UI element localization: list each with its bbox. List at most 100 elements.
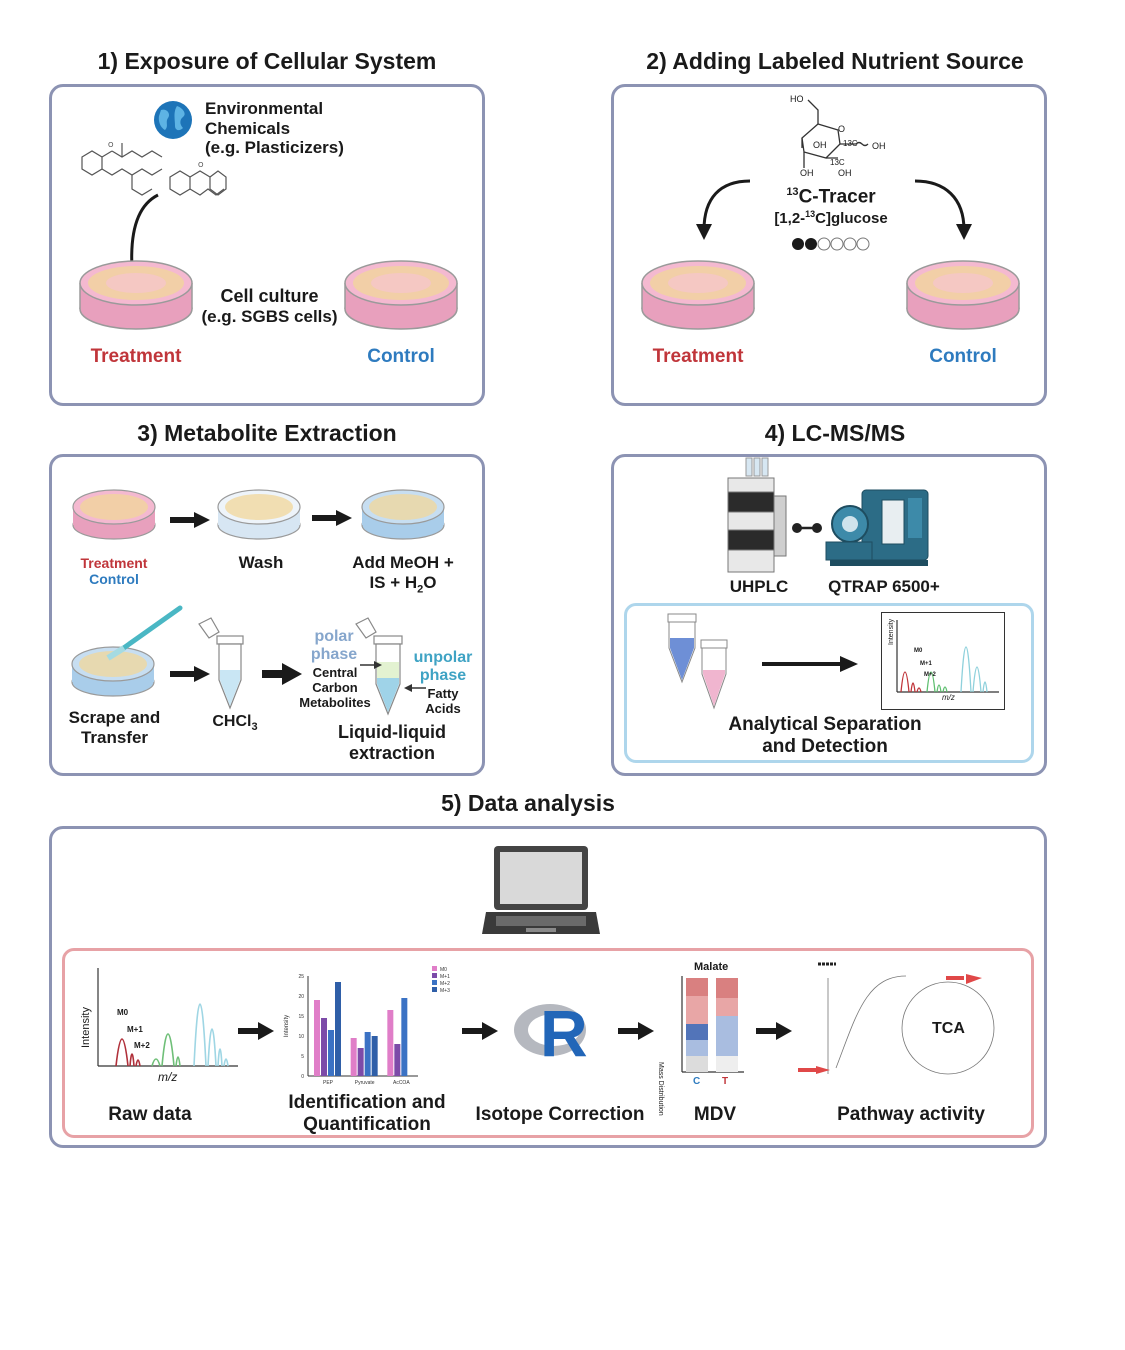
petri-dish-scrape — [71, 605, 183, 697]
ms-ylabel: Intensity — [888, 618, 895, 645]
arrow-small-left-icon — [404, 684, 426, 692]
tracer-sub-a: [1,2- — [774, 210, 806, 227]
petri-dish-control-2 — [906, 260, 1020, 330]
arrow-right-icon — [462, 1022, 498, 1040]
svg-text:O: O — [198, 161, 204, 169]
ident-line1: Identification and — [288, 1092, 446, 1113]
petri-dish-methanol — [361, 489, 445, 540]
treatment-label-2: Treatment — [652, 346, 744, 367]
mdv-x-c: C — [693, 1076, 701, 1087]
ms-peak-m0: M0 — [914, 648, 923, 654]
petri-dish-wash — [217, 489, 301, 540]
chart-bar — [321, 1018, 327, 1076]
phthalate-structure-icon: O O — [81, 141, 227, 196]
isotope-correction-label: Isotope Correction — [475, 1104, 645, 1125]
control-label-2: Control — [929, 346, 997, 367]
central-carbon-label: Central Carbon Metabolites — [292, 665, 378, 711]
add-methanol-label: Add MeOH + IS + H2O — [338, 553, 468, 596]
glucose-label-oh2: OH — [872, 141, 886, 151]
tube-blue-icon — [667, 613, 697, 684]
chart-y-tick: 5 — [301, 1054, 304, 1060]
chart-legend-label: M+2 — [440, 981, 450, 987]
scrape-line1: Scrape and — [68, 708, 161, 727]
raw-xlabel: m/z — [158, 1070, 178, 1084]
mdv-x-t: T — [722, 1076, 729, 1087]
raw-peak-m0: M0 — [117, 1008, 129, 1017]
chcl-sub: 3 — [251, 721, 258, 734]
chart-y-tick: 25 — [298, 974, 304, 980]
tracer-subtitle: [1,2-13C]glucose — [752, 209, 910, 227]
chart-bar — [314, 1000, 320, 1076]
tube-pink-icon — [700, 639, 728, 710]
pathway-activity-label: Pathway activity — [837, 1104, 985, 1125]
glucose-label-13c-2: 13C — [830, 158, 845, 167]
uhplc-instrument-icon — [727, 457, 787, 573]
section3-title: 3) Metabolite Extraction — [137, 420, 397, 446]
central-line1: Central — [312, 665, 358, 680]
chart-bar — [364, 1032, 371, 1076]
glucose-label-ring-o: O — [838, 124, 846, 134]
chart-bar — [335, 982, 341, 1076]
tca-label: TCA — [932, 1020, 965, 1037]
connector-icon — [792, 523, 822, 533]
polar-line1: polar — [314, 628, 354, 645]
chart-bar — [401, 998, 408, 1076]
separation-subpanel — [624, 603, 1034, 763]
arrow-right-icon — [262, 663, 302, 685]
chcl-a: CHCl — [212, 713, 252, 730]
ms-spectrum-icon — [881, 612, 1005, 710]
petri-dish-control — [344, 260, 458, 330]
cell-culture-label: Cell culture (e.g. SGBS cells) — [198, 286, 341, 326]
arrow-right-icon — [618, 1022, 654, 1040]
polar-phase-label: polar phase — [306, 628, 362, 665]
ms-peak-m2: M+2 — [924, 672, 936, 678]
chart-bar — [387, 1010, 394, 1076]
lle-line2: extraction — [348, 742, 436, 763]
globe-icon — [154, 101, 192, 139]
chart-y-tick: 20 — [298, 994, 304, 1000]
add-line2-sub: 2 — [417, 582, 424, 595]
chart-x-tick: AcCOA — [393, 1080, 410, 1086]
chart-bar — [328, 1030, 334, 1076]
unpolar-phase-label: unpolar phase — [410, 649, 476, 686]
section3-panel — [49, 454, 485, 776]
control-label-3: Control — [89, 571, 139, 587]
chart-y-tick: 10 — [298, 1034, 304, 1040]
pathway-diagram-icon — [798, 962, 995, 1075]
chart-legend-swatch — [432, 966, 437, 971]
fatty-acids-label: Fatty Acids — [418, 686, 468, 717]
section4-title: 4) LC-MS/MS — [764, 420, 906, 446]
section4-panel — [611, 454, 1047, 776]
tube-phase-separation-icon — [355, 617, 403, 716]
chem-line3: (e.g. Plasticizers) — [205, 138, 344, 158]
chemicals-label: Environmental Chemicals (e.g. Plasticize… — [205, 99, 344, 158]
polar-line2: phase — [310, 646, 358, 664]
uhplc-label: UHPLC — [729, 577, 789, 596]
add-line2: IS + H2O — [338, 573, 468, 596]
raw-peak-m2: M+2 — [134, 1041, 150, 1050]
tracer-sub-b: C]glucose — [815, 210, 888, 227]
tube-chloroform-icon — [198, 617, 244, 710]
add-line1: Add MeOH + — [352, 553, 454, 572]
glucose-label-ho: HO — [790, 94, 804, 104]
central-line2: Carbon — [312, 679, 358, 695]
glucose-label-oh1: OH — [813, 140, 827, 150]
chart-y-label: Intensity — [284, 1015, 290, 1037]
arrow-right-icon — [170, 512, 210, 528]
wash-label: Wash — [238, 553, 284, 572]
raw-ylabel: Intensity — [80, 1007, 92, 1048]
section2-panel — [611, 84, 1047, 406]
chart-legend-label: M+3 — [440, 988, 450, 994]
arrow-right-curved-icon — [914, 179, 972, 240]
central-line3: Metabolites — [299, 694, 371, 710]
arrow-small-icon — [360, 661, 382, 669]
qtrap-instrument-icon — [825, 489, 929, 566]
petri-dish-treatment-2 — [641, 260, 755, 330]
arrow-right-icon — [756, 1022, 792, 1040]
laptop-icon — [482, 846, 600, 934]
identification-label: Identification and Quantification — [282, 1092, 452, 1136]
scrape-line2: Transfer — [80, 727, 149, 747]
chart-legend-label: M0 — [440, 967, 447, 973]
tracer-sup: 13 — [786, 186, 799, 198]
fatty-line2: Acids — [425, 700, 461, 716]
